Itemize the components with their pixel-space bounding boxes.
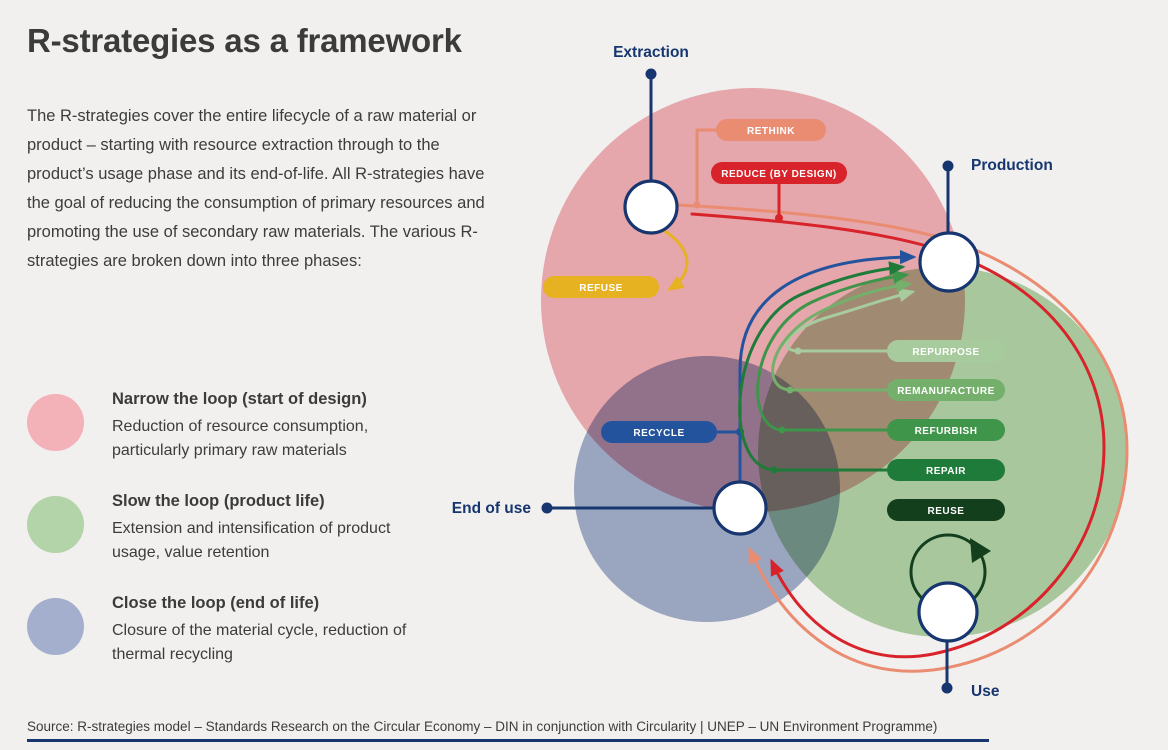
repurpose-pill-bg: [887, 340, 1005, 362]
legend-item-close-loop: Close the loop (end of life) Closure of …: [27, 594, 467, 667]
recycle-pill-bg: [601, 421, 717, 443]
page-title: R-strategies as a framework: [27, 22, 462, 59]
strategy-pill-reuse: REUSE: [887, 499, 1005, 521]
use-node: [917, 581, 979, 643]
strategy-pill-recycle: RECYCLE: [601, 421, 717, 443]
lifecycle-connectors: [547, 74, 950, 688]
legend-desc: Reduction of resource consumption, parti…: [112, 418, 369, 459]
rethink-pill-label: RETHINK: [747, 126, 795, 137]
repair-loop-arc: [738, 261, 906, 472]
legend-text: Slow the loop (product life) Extension a…: [112, 492, 412, 565]
legend-item-narrow-loop: Narrow the loop (start of design) Reduct…: [27, 390, 467, 463]
reuse-loop-arrowhead: [970, 538, 991, 563]
refurbish-pill-label: REFURBISH: [915, 426, 978, 437]
refurbish-pill-bg: [887, 419, 1005, 441]
extraction-node: [623, 179, 679, 235]
reduce-outer-loop-arc: [690, 212, 1106, 659]
rethink-pill-bg: [716, 119, 826, 141]
reduce-pill-bg: [711, 162, 847, 184]
legend-title: Narrow the loop (start of design): [112, 390, 367, 408]
use-label-dot: [941, 682, 953, 694]
reuse-pill-bg: [887, 499, 1005, 521]
use-label: Use: [971, 683, 1000, 700]
end-of-use-node: [712, 480, 768, 536]
strategy-pills: RETHINK REDUCE (BY DESIGN) REFUSE RECYCL…: [543, 119, 1005, 521]
refuse-pill-label: REFUSE: [579, 283, 623, 294]
text-column: R-strategies as a framework The R-strate…: [27, 22, 497, 276]
refuse-arc: [661, 228, 689, 291]
reduce-pill-label: REDUCE (BY DESIGN): [721, 169, 837, 180]
repurpose-pill-label: REPURPOSE: [912, 347, 979, 358]
rethink-outer-loop-arc: [676, 203, 1129, 673]
close-loop-swatch: [27, 598, 84, 655]
slow-loop-phase-circle: [758, 267, 1128, 637]
strategy-pill-refurbish: REFURBISH: [887, 419, 1005, 441]
recycle-pill-label: RECYCLE: [633, 428, 684, 439]
repair-pill-bg: [887, 459, 1005, 481]
legend-text: Close the loop (end of life) Closure of …: [112, 594, 412, 667]
lifecycle-labels: Extraction Production End of use Use: [452, 44, 1053, 700]
strategy-pill-repair: REPAIR: [887, 459, 1005, 481]
strategy-pill-repurpose: REPURPOSE: [887, 340, 1005, 362]
remanufacture-loop-arc: [771, 278, 913, 392]
lifecycle-label-dots: [541, 68, 954, 694]
legend-title: Close the loop (end of life): [112, 594, 320, 612]
refuse-pill-bg: [543, 276, 659, 298]
strategy-pill-reduce: REDUCE (BY DESIGN): [711, 162, 847, 184]
remanufacture-pill-bg: [887, 379, 1005, 401]
source-citation: Source: R-strategies model – Standards R…: [27, 719, 938, 734]
legend-desc: Closure of the material cycle, reduction…: [112, 622, 407, 663]
end-of-use-label-dot: [541, 502, 553, 514]
slow-loop-swatch: [27, 496, 84, 553]
strategy-pill-remanufacture: REMANUFACTURE: [887, 379, 1005, 401]
extraction-label-dot: [645, 68, 657, 80]
repair-pill-label: REPAIR: [926, 466, 966, 477]
production-label: Production: [971, 157, 1053, 174]
remanufacture-pill-label: REMANUFACTURE: [897, 386, 995, 397]
strategy-pill-refuse: REFUSE: [543, 276, 659, 298]
close-loop-phase-circle: [574, 356, 840, 622]
production-label-dot: [942, 160, 954, 172]
legend-item-slow-loop: Slow the loop (product life) Extension a…: [27, 492, 467, 565]
lifecycle-nodes: [623, 179, 980, 643]
narrow-loop-swatch: [27, 394, 84, 451]
strategy-pill-rethink: RETHINK: [716, 119, 826, 141]
repurpose-loop-arc: [785, 288, 916, 353]
footer-rule: [27, 739, 989, 742]
reuse-pill-label: REUSE: [928, 506, 965, 517]
end-of-use-label: End of use: [452, 500, 532, 517]
refurbish-loop-arc: [756, 269, 910, 432]
intro-paragraph: The R-strategies cover the entire lifecy…: [27, 107, 485, 270]
legend-desc: Extension and intensification of product…: [112, 520, 391, 561]
phase-legend: Narrow the loop (start of design) Reduct…: [27, 390, 467, 696]
extraction-label: Extraction: [613, 44, 689, 61]
flow-arcs: [661, 128, 1129, 673]
recycle-loop-arc: [738, 250, 917, 510]
production-node: [918, 231, 980, 293]
rethink-elbow-connector: [695, 128, 718, 207]
legend-title: Slow the loop (product life): [112, 492, 325, 510]
legend-text: Narrow the loop (start of design) Reduct…: [112, 390, 412, 463]
